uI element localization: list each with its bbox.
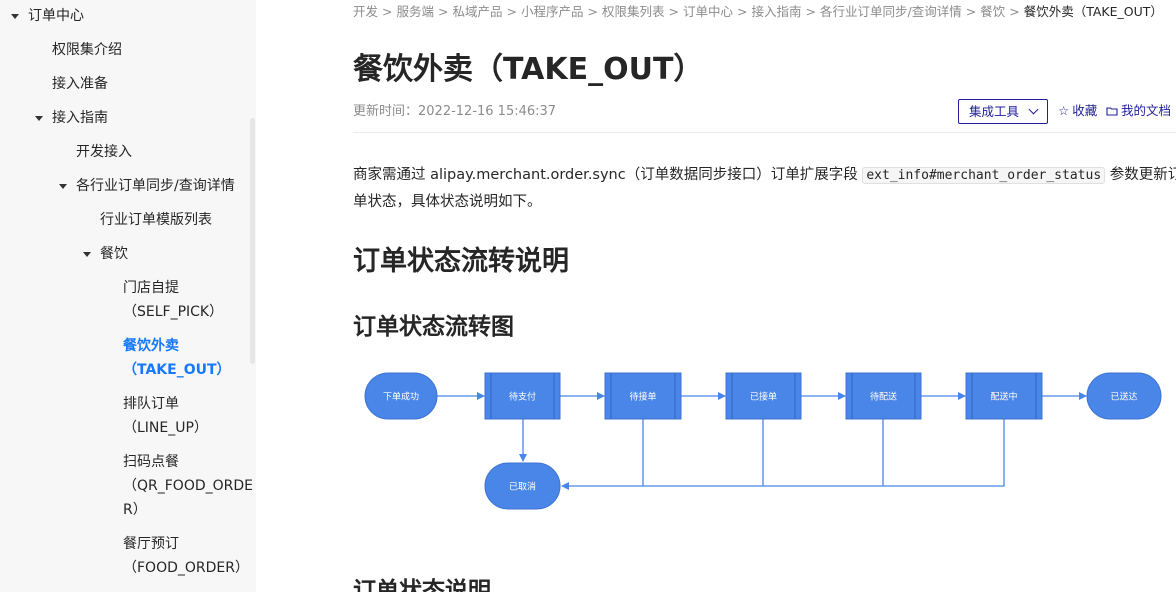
breadcrumb-item[interactable]: 服务端 [396,4,435,19]
flow-node-label: 配送中 [990,391,1017,403]
subsection-heading: 订单状态说明 [353,578,491,592]
sidebar-item-qr-food-order[interactable]: 扫码点餐 （QR_FOOD_ORDE R） [123,450,253,522]
flow-node-deliver: 待配送 [845,372,922,420]
breadcrumb-separator: > [382,4,393,19]
flow-node-label: 待支付 [509,391,536,403]
breadcrumb-separator: > [1009,4,1020,19]
sidebar-item-line-up[interactable]: 排队订单 （LINE_UP） [123,392,208,440]
order-status-flow-diagram: 下单成功 待支付 待接单 已接单 待配送 配送中 已送达 已取消 [364,372,1162,510]
intro-paragraph: 商家需通过 alipay.merchant.order.sync（订单数据同步接… [353,162,1176,215]
breadcrumb-separator: > [668,4,679,19]
sidebar-item-label: 扫码点餐 [123,454,179,470]
favorite-label: 收藏 [1072,103,1098,118]
sidebar-item-label: 餐厅预订 [123,536,179,552]
breadcrumb-separator: > [737,4,748,19]
flow-node-label: 已接单 [750,391,777,403]
sidebar-item-label: R） [123,502,147,518]
sidebar-item-dev-access[interactable]: 开发接入 [76,144,132,160]
caret-down-icon[interactable] [11,14,19,19]
flow-cancel-line [642,419,1005,487]
breadcrumb-item[interactable]: 订单中心 [683,4,734,19]
inline-code: ext_info#merchant_order_status [862,167,1106,184]
caret-down-icon[interactable] [59,184,67,189]
integration-tools-dropdown[interactable]: 集成工具 [958,99,1048,124]
sidebar-item-label: （FOOD_ORDER） [123,560,249,576]
flow-node-accept: 待接单 [604,372,682,420]
integration-tools-label: 集成工具 [969,104,1020,119]
sidebar-item-label: 门店自提 [123,280,179,296]
breadcrumb-item[interactable]: 餐饮 [980,4,1006,19]
star-icon: ☆ [1058,103,1070,118]
flow-node-done [1086,372,1162,420]
sidebar-item-catering[interactable]: 餐饮 [100,246,128,262]
sidebar: 订单中心 权限集介绍 接入准备 接入指南 开发接入 各行业订单同步/查询详情 行… [0,0,256,592]
sidebar-item-access-prep[interactable]: 接入准备 [52,76,108,92]
caret-down-icon[interactable] [35,116,43,121]
sidebar-item-template-list[interactable]: 行业订单模版列表 [100,212,212,228]
flow-node-start [364,372,438,420]
sidebar-item-access-guide[interactable]: 接入指南 [52,110,108,126]
intro-text: 商家需通过 alipay.merchant.order.sync（订单数据同步接… [353,167,863,183]
breadcrumb: 开发>服务端>私域产品>小程序产品>权限集列表>订单中心>接入指南>各行业订单同… [353,2,1163,22]
breadcrumb-item[interactable]: 各行业订单同步/查询详情 [820,4,962,19]
breadcrumb-item[interactable]: 私域产品 [452,4,503,19]
section-heading: 订单状态流转说明 [353,246,569,277]
chevron-down-icon [1028,104,1039,115]
breadcrumb-separator: > [506,4,517,19]
flow-node-label: 待配送 [870,391,897,403]
sidebar-item-industry-sync[interactable]: 各行业订单同步/查询详情 [76,178,235,194]
sidebar-item-label: 排队订单 [123,396,179,412]
caret-down-icon[interactable] [83,252,91,257]
flow-node-label: 已送达 [1110,391,1137,403]
breadcrumb-current: 餐饮外卖（TAKE_OUT） [1023,4,1163,19]
breadcrumb-separator: > [587,4,598,19]
flow-node-cancel [484,462,561,510]
flow-node-accepted: 已接单 [725,372,802,420]
sidebar-item-take-out[interactable]: 餐饮外卖 （TAKE_OUT） [123,334,231,382]
breadcrumb-item[interactable]: 小程序产品 [521,4,584,19]
breadcrumb-item[interactable]: 接入指南 [751,4,802,19]
page-title: 餐饮外卖（TAKE_OUT） [353,52,704,87]
my-docs-label: 我的文档 [1121,103,1172,118]
breadcrumb-item[interactable]: 权限集列表 [602,4,665,19]
breadcrumb-separator: > [805,4,816,19]
sidebar-item-order-center[interactable]: 订单中心 [28,8,84,24]
sidebar-scrollbar[interactable] [250,118,255,364]
my-docs-button[interactable]: 我的文档 [1106,101,1171,121]
breadcrumb-item[interactable]: 开发 [353,4,379,19]
sidebar-item-label: （LINE_UP） [123,420,208,436]
flow-node-label: 下单成功 [383,391,419,403]
breadcrumb-separator: > [965,4,977,19]
favorite-button[interactable]: ☆收藏 [1058,101,1097,121]
update-time: 更新时间：2022-12-16 15:46:37 [353,104,557,119]
flow-node-label: 已取消 [509,481,536,493]
sidebar-item-label: （SELF_PICK） [123,304,224,320]
sidebar-item-permission-intro[interactable]: 权限集介绍 [52,42,122,58]
flow-node-label: 待接单 [629,391,656,403]
intro-text: 参数更新订单状态，具体状态说明如下。 [353,167,1176,210]
sidebar-item-label: 餐饮外卖 [123,338,179,354]
flow-node-pay: 待支付 [484,372,561,420]
breadcrumb-separator: > [438,4,449,19]
sidebar-item-label: （QR_FOOD_ORDE [123,478,253,494]
flow-node-delivering: 配送中 [965,372,1043,420]
subsection-heading: 订单状态流转图 [353,314,514,340]
folder-icon [1106,101,1118,121]
sidebar-item-label: （TAKE_OUT） [123,362,231,378]
header-divider [353,132,1176,133]
sidebar-item-food-order[interactable]: 餐厅预订 （FOOD_ORDER） [123,532,249,580]
sidebar-item-self-pick[interactable]: 门店自提 （SELF_PICK） [123,276,223,324]
